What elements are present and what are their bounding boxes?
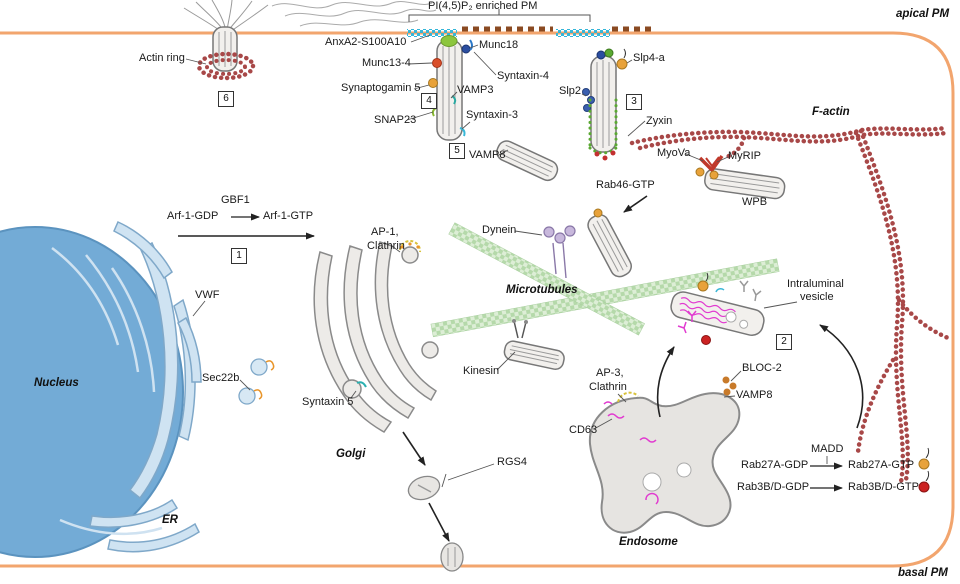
apical-pm-label: apical PM <box>896 8 950 20</box>
rab3bd-gtp-label: Rab3B/D-GTP <box>848 481 919 493</box>
plasma-membrane <box>0 31 955 568</box>
snap23-label: SNAP23 <box>374 114 417 126</box>
sec22b-label: Sec22b <box>202 372 240 384</box>
fusion-site3-proteins <box>582 48 628 161</box>
step-box-4: 4 <box>421 93 437 109</box>
intraluminal-vesicle-label-line1: Intraluminal <box>787 278 844 290</box>
vamp3-label: VAMP3 <box>457 84 494 96</box>
rab27a-gtp-label: Rab27A-GTP <box>848 459 915 471</box>
wpb-rod-myova <box>704 168 786 200</box>
wpb-rod-dynein <box>587 214 632 278</box>
rab46-gtp-label: Rab46-GTP <box>596 179 655 191</box>
wpb-rod-5 <box>496 140 559 182</box>
zyxin-label: Zyxin <box>646 115 673 127</box>
basal-pm-label: basal PM <box>898 567 948 579</box>
golgi-shape <box>313 241 439 433</box>
fusion-site4-proteins <box>428 35 473 137</box>
endosome-shape <box>588 376 741 534</box>
step-box-6: 6 <box>218 91 234 107</box>
munc13-4-label: Munc13-4 <box>362 57 411 69</box>
microtubule-tracks <box>430 222 780 338</box>
cd63-label: CD63 <box>569 424 598 436</box>
vamp8-endosome-label: VAMP8 <box>736 389 773 401</box>
step-box-2: 2 <box>776 334 792 350</box>
f-actin-filaments <box>196 51 951 485</box>
wpb-rod-4 <box>436 39 463 141</box>
vwf-label: VWF <box>195 289 220 301</box>
kinesin-motor <box>512 319 528 339</box>
rab-icons <box>918 447 930 493</box>
cortical-curls <box>183 0 437 33</box>
arrows <box>178 195 864 542</box>
bloc-2-label: BLOC-2 <box>742 362 782 374</box>
gbf1-label: GBF1 <box>221 194 250 206</box>
nucleus-shape <box>0 226 184 558</box>
rab3bd-gdp-label: Rab3B/D-GDP <box>737 481 810 493</box>
myova-myrip-complex <box>695 154 724 180</box>
syntaxin-5-label: Syntaxin 5 <box>302 396 354 408</box>
ap1-label: AP-1, <box>371 226 399 238</box>
f-actin-label: F-actin <box>812 106 850 118</box>
myova-label: MyoVa <box>657 147 691 159</box>
microtubules-label: Microtubules <box>506 284 578 296</box>
rab27a-gdp-label: Rab27A-GDP <box>741 459 809 471</box>
leader-lines <box>185 34 828 488</box>
madd-label: MADD <box>811 443 844 455</box>
golgi-label: Golgi <box>336 448 366 460</box>
syntaxin-4-label: Syntaxin-4 <box>497 70 549 82</box>
slp2-label: Slp2 <box>559 85 582 97</box>
ap3-label: AP-3, <box>596 367 624 379</box>
sec22b-vesicles <box>238 358 275 405</box>
wpb-rod-6 <box>212 26 238 72</box>
pip2-patches <box>407 9 652 37</box>
maturing-wpb-decor <box>677 272 762 345</box>
step-box-3: 3 <box>626 94 642 110</box>
er-label: ER <box>162 514 178 526</box>
vamp8-label: VAMP8 <box>469 149 506 161</box>
ap1-clathrin-coat <box>356 240 422 388</box>
clathrin-endosome-label: Clathrin <box>589 381 627 393</box>
myrip-label: MyRIP <box>728 150 761 162</box>
wpb-rod-kinesin <box>503 340 565 370</box>
rgs4-label: RGS4 <box>497 456 527 468</box>
munc18-label: Munc18 <box>479 39 519 51</box>
nucleus-label: Nucleus <box>34 377 79 389</box>
endosome-label: Endosome <box>619 536 678 548</box>
wpb-rod-maturing <box>670 291 765 337</box>
syntaxin-3-label: Syntaxin-3 <box>466 109 518 121</box>
slp4-a-label: Slp4-a <box>633 52 665 64</box>
step-box-1: 1 <box>231 248 247 264</box>
arf1-gdp-label: Arf-1-GDP <box>167 210 219 222</box>
synaptogamin-5-label: Synaptogamin 5 <box>341 82 421 94</box>
dynein-label: Dynein <box>482 224 517 236</box>
kinesin-label: Kinesin <box>463 365 500 377</box>
step-box-5: 5 <box>449 143 465 159</box>
wpb-rod-3 <box>590 55 617 153</box>
anxa2-s100a10-label: AnxA2-S100A10 <box>325 36 407 48</box>
wpb-rods <box>212 26 786 370</box>
pip2-enriched-pm-label: PI(4,5)P₂ enriched PM <box>428 0 538 12</box>
dynein-complex <box>543 208 603 279</box>
intraluminal-vesicle-label-line2: vesicle <box>800 291 834 303</box>
arf1-gtp-label: Arf-1-GTP <box>263 210 314 222</box>
er-shape <box>89 221 202 553</box>
clathrin-golgi-label: Clathrin <box>367 240 405 252</box>
wpb-label: WPB <box>742 196 768 208</box>
post-golgi-carriers <box>407 475 464 572</box>
actin-ring-label: Actin ring <box>139 52 185 64</box>
